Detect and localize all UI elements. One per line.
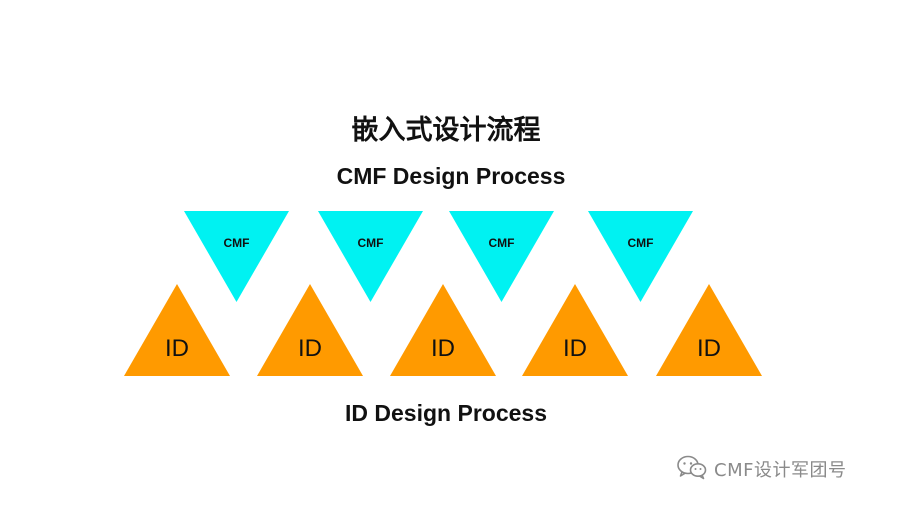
id-triangle-2: ID	[257, 284, 363, 376]
wechat-icon	[676, 454, 708, 485]
cmf-triangle-label: CMF	[358, 236, 384, 250]
id-triangle-shape	[522, 284, 628, 376]
diagram-title-english: CMF Design Process	[336, 163, 566, 189]
id-triangle-3: ID	[390, 284, 496, 376]
cmf-triangle-shape	[184, 211, 289, 302]
id-design-process-label: ID Design Process	[345, 400, 547, 426]
cmf-triangle-shape	[588, 211, 693, 302]
cmf-triangle-label: CMF	[224, 236, 250, 250]
id-triangle-4: ID	[522, 284, 628, 376]
cmf-triangle-1: CMF	[184, 211, 289, 302]
id-triangle-shape	[656, 284, 762, 376]
diagram-title-chinese: 嵌入式设计流程	[351, 115, 541, 146]
id-triangle-shape	[124, 284, 230, 376]
cmf-triangle-3: CMF	[449, 211, 554, 302]
cmf-triangle-shape	[318, 211, 423, 302]
watermark-text: CMF设计军团号	[714, 460, 847, 481]
cmf-triangle-label: CMF	[628, 236, 654, 250]
id-triangle-shape	[257, 284, 363, 376]
id-triangle-label: ID	[165, 335, 189, 362]
cmf-triangle-shape	[449, 211, 554, 302]
id-triangle-label: ID	[298, 335, 322, 362]
id-triangle-label: ID	[563, 335, 587, 362]
watermark: CMF设计军团号	[676, 455, 846, 483]
id-triangle-1: ID	[124, 284, 230, 376]
cmf-triangle-2: CMF	[318, 211, 423, 302]
id-triangle-shape	[390, 284, 496, 376]
id-triangle-5: ID	[656, 284, 762, 376]
id-triangle-label: ID	[697, 335, 721, 362]
cmf-triangle-label: CMF	[489, 236, 515, 250]
cmf-triangle-4: CMF	[588, 211, 693, 302]
id-triangle-label: ID	[431, 335, 455, 362]
